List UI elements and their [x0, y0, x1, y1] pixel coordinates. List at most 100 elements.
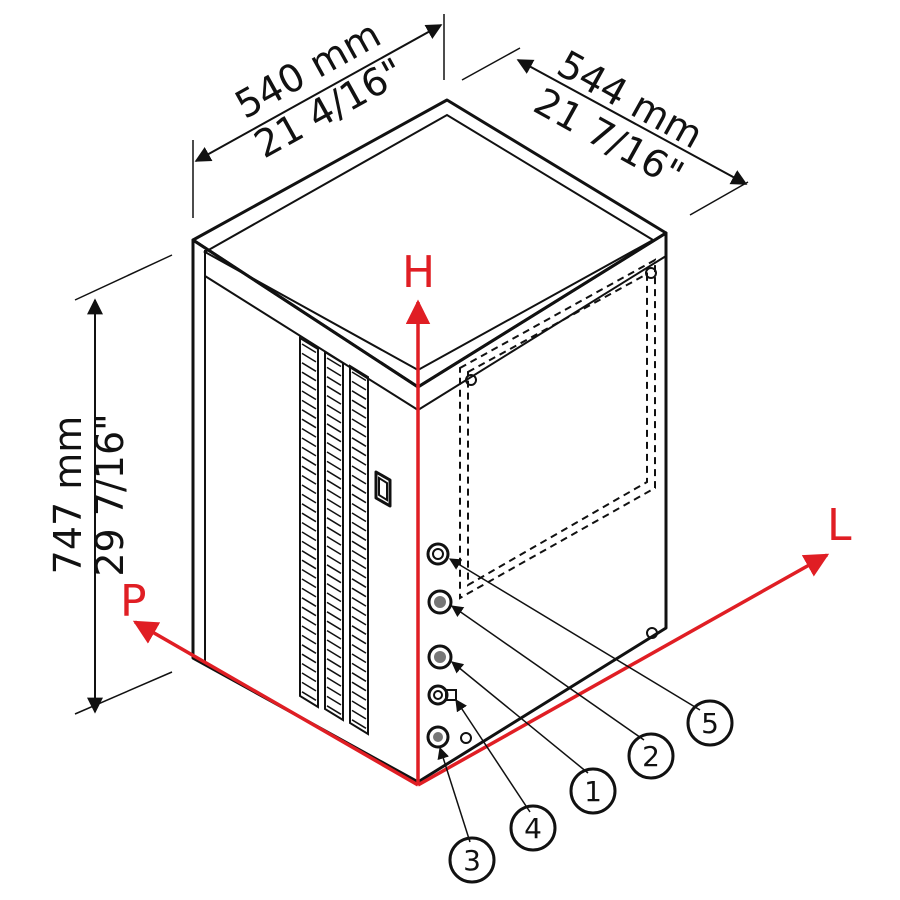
callout-5-circle — [686, 699, 734, 747]
vent-slat — [326, 611, 342, 621]
vent-slat — [326, 564, 342, 574]
vent-slat — [301, 531, 317, 542]
vent-slat — [301, 606, 317, 617]
vent-slat — [326, 676, 342, 687]
vent-slat — [326, 573, 342, 584]
depth-ext-top — [461, 47, 521, 81]
fitting-1 — [427, 644, 453, 670]
vent-slat — [326, 686, 342, 697]
vent-slat — [351, 484, 367, 494]
callout-3-circle — [448, 836, 496, 884]
vent-slat — [351, 455, 367, 466]
vent-slat — [351, 502, 367, 513]
vent-slat — [301, 465, 317, 476]
vent-slat — [326, 357, 342, 368]
vent-slat — [326, 592, 342, 603]
vent-slat — [326, 479, 342, 490]
vent-slat — [301, 352, 317, 363]
vent-slat — [351, 521, 367, 532]
vent-slat — [301, 644, 317, 654]
vent-slat — [351, 690, 367, 701]
width-dimension-line — [194, 24, 443, 162]
vent-slat — [301, 512, 317, 523]
vent-slat — [351, 653, 367, 664]
vent-slat — [351, 681, 367, 692]
vent-slat — [301, 456, 317, 466]
vent-slat — [351, 549, 367, 560]
vent-slat — [351, 371, 367, 382]
service-panel — [459, 258, 658, 744]
vent-slat — [301, 568, 317, 579]
vent-slat — [301, 418, 317, 429]
callout-2-label: 2 — [642, 740, 660, 773]
vent-slat — [301, 578, 317, 589]
height-ext-top — [74, 254, 173, 301]
vent-slat — [326, 470, 342, 480]
vent-slat — [326, 648, 342, 659]
vent-slat — [351, 578, 367, 588]
cabinet-left-face — [191, 238, 420, 784]
panel-screw-top-left — [465, 374, 477, 386]
vent-slat — [351, 380, 367, 391]
vent-slat — [301, 503, 317, 513]
vent-slat — [301, 615, 317, 626]
callout-2-circle — [627, 732, 675, 780]
vent-slat — [301, 662, 317, 673]
vent-slat — [351, 418, 367, 429]
vent-slat — [326, 695, 342, 706]
vent-slat — [351, 643, 367, 654]
vent-slat — [326, 667, 342, 678]
vent-slat — [351, 700, 367, 711]
axis-p-label: P — [120, 576, 147, 627]
vent-slat — [351, 672, 367, 682]
vent-slat — [326, 582, 342, 593]
vent-slat — [326, 545, 342, 556]
axis-l-label: L — [827, 500, 852, 551]
fitting-2 — [427, 589, 453, 615]
louver-vents — [299, 336, 369, 736]
vent-slat — [351, 568, 367, 579]
vent-slat — [301, 653, 317, 664]
height-ext-bottom — [74, 671, 173, 715]
callout-5-leader — [448, 558, 701, 711]
vent-slat — [351, 662, 367, 673]
vent-slat — [326, 488, 342, 499]
vent-slat — [326, 620, 342, 631]
callout-1-circle — [569, 767, 617, 815]
connection-fittings — [426, 542, 457, 749]
vent-slat — [351, 408, 367, 419]
axis-p-line — [132, 620, 419, 787]
vent-slat — [301, 597, 317, 607]
callout-1-label: 1 — [584, 775, 602, 808]
vent-slat — [301, 672, 317, 683]
vent-slat — [351, 531, 367, 541]
vent-slat — [326, 535, 342, 546]
fitting-5 — [426, 542, 450, 566]
callout-5-label: 5 — [701, 707, 719, 740]
vent-slat — [326, 376, 342, 386]
dimension-lines: 540 mm 21 4/16" 544 mm 21 7/16" 747 mm 2… — [46, 12, 749, 715]
vent-slat — [326, 658, 342, 668]
vent-slat — [301, 559, 317, 570]
fitting-4 — [427, 684, 457, 706]
vent-slat — [351, 437, 367, 447]
vent-slat — [301, 493, 317, 504]
vent-slat — [301, 625, 317, 636]
right-face-top-edge — [417, 255, 667, 411]
callout-4-label: 4 — [524, 812, 542, 845]
vent-slat — [351, 719, 367, 729]
vent-slat — [301, 446, 317, 457]
vent-slat — [351, 559, 367, 570]
vent-slat — [351, 493, 367, 504]
vent-slat — [301, 427, 317, 438]
callout-2-leader — [451, 605, 645, 741]
depth-ext-bottom — [689, 181, 749, 216]
vent-slat — [326, 441, 342, 452]
vent-slat — [326, 554, 342, 565]
vent-slat — [326, 629, 342, 640]
vent-slat — [301, 371, 317, 382]
vent-slat — [326, 413, 342, 424]
axis-l-line — [417, 553, 830, 787]
vent-slat — [301, 474, 317, 485]
